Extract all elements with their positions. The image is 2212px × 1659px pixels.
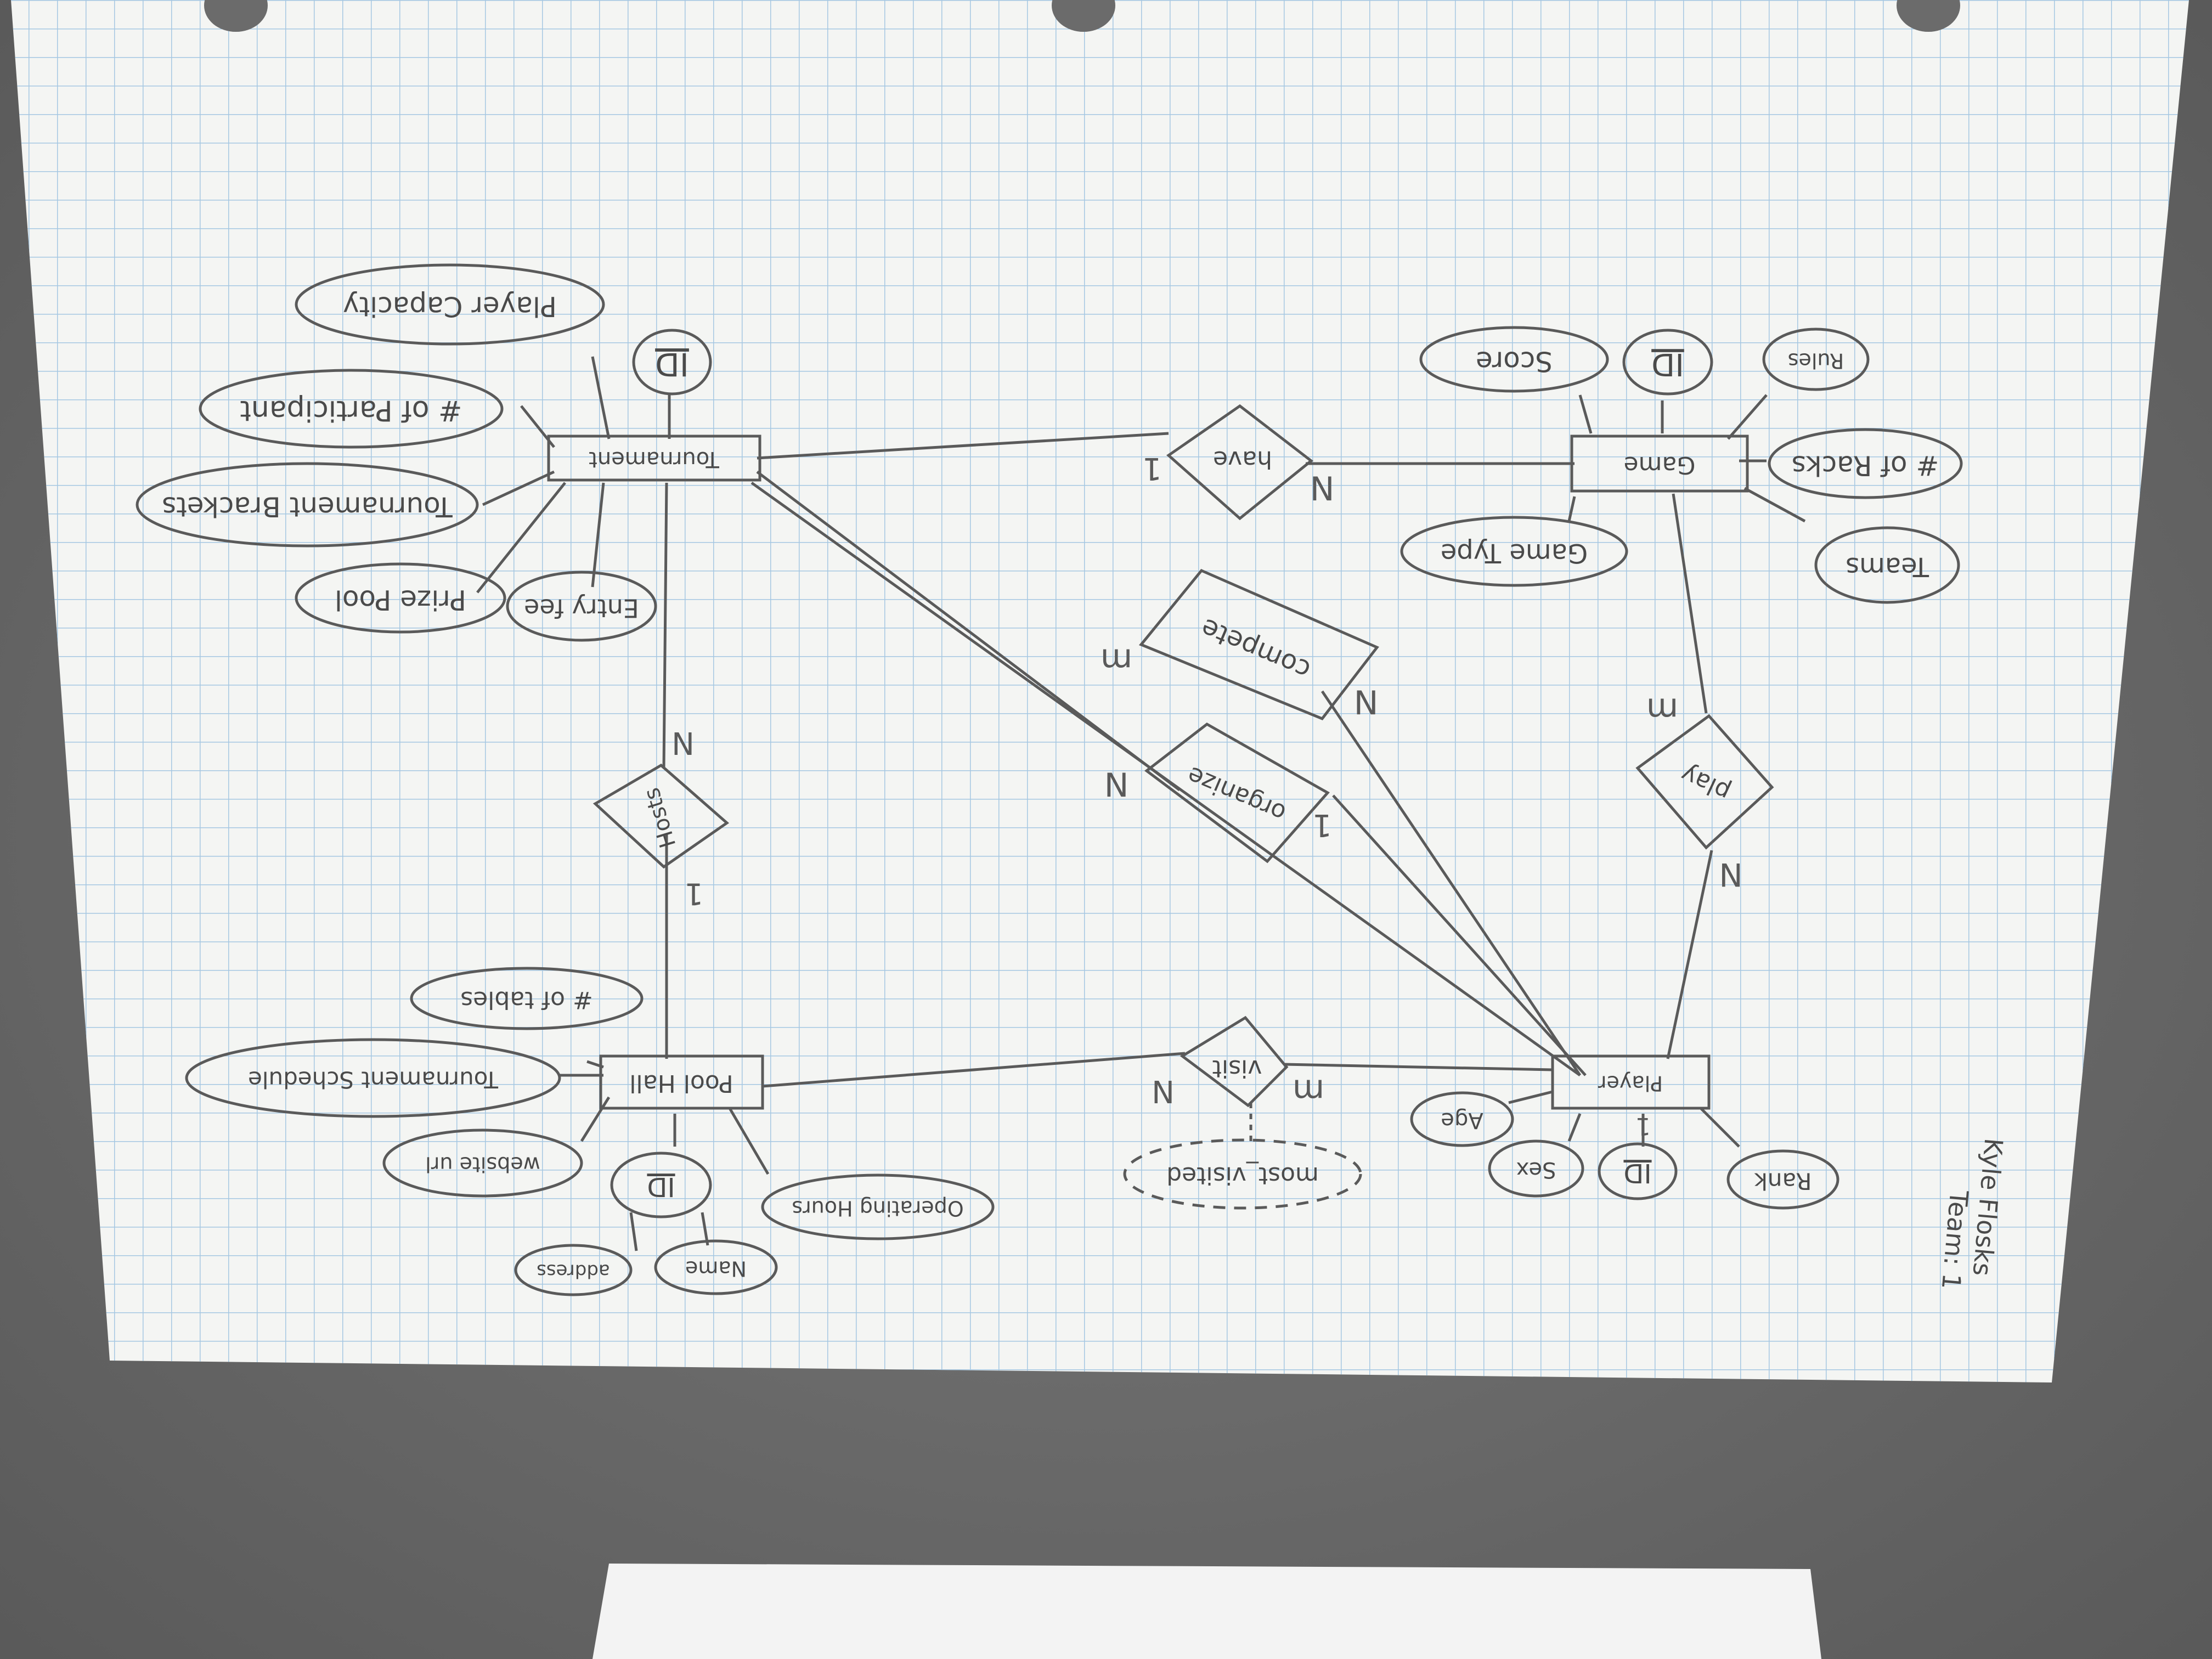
attribute-game-teams: Teams xyxy=(1814,526,1960,604)
attribute-most-visited-label: most_visited xyxy=(1166,1161,1319,1189)
cardinality-compete-m: m xyxy=(1101,641,1132,679)
attribute-player-capacity: Player Capacity xyxy=(295,263,605,346)
connector-lines xyxy=(476,356,1806,1251)
attribute-hall-tables: # of tables xyxy=(410,967,644,1030)
attribute-player-age: Age xyxy=(1410,1091,1514,1147)
cardinality-organize-n: N xyxy=(1104,764,1129,803)
cardinality-play-n: N xyxy=(1719,856,1742,893)
attribute-prize-pool: Prize Pool xyxy=(295,562,506,634)
attribute-game-score-label: Score xyxy=(1476,346,1553,377)
attribute-game-type-label: Game Type xyxy=(1441,538,1588,568)
attribute-hall-schedule: Tournament Schedule xyxy=(185,1038,561,1118)
cardinality-compete-n: N xyxy=(1354,682,1379,720)
cardinality-visit-n: N xyxy=(1152,1073,1175,1109)
entity-pool-hall: Pool Hall xyxy=(599,1054,764,1110)
attribute-tournament-brackets: Tournament Brackets xyxy=(136,462,479,548)
cardinality-hosts-1: 1 xyxy=(685,876,703,911)
cardinality-play-m: m xyxy=(1646,690,1678,729)
attribute-player-rank-label: Rank xyxy=(1754,1168,1812,1195)
attribute-game-teams-label: Teams xyxy=(1846,551,1929,582)
attribute-entry-fee: Entry fee xyxy=(506,571,657,642)
attribute-hall-website-label: website url xyxy=(425,1153,540,1177)
attribute-player-sex: Sex xyxy=(1488,1139,1584,1198)
attribute-hall-name: Name xyxy=(654,1239,778,1295)
attribute-player-age-label: Age xyxy=(1441,1108,1483,1133)
attribute-hall-schedule-label: Tournament Schedule xyxy=(248,1066,499,1093)
attribute-player-id-label: ID xyxy=(1623,1158,1651,1188)
relationship-have: have xyxy=(1166,404,1314,521)
attribute-game-score: Score xyxy=(1419,326,1609,393)
attribute-hall-hours: Operating Hours xyxy=(761,1173,995,1240)
attribute-entry-fee-label: Entry fee xyxy=(524,594,639,623)
attribute-tournament-id-label: ID xyxy=(655,346,689,383)
attribute-player-capacity-label: Player Capacity xyxy=(343,291,557,323)
attribute-game-id-label: ID xyxy=(1651,346,1684,382)
cardinality-hosts-n: N xyxy=(672,725,695,760)
relationship-visit: visit xyxy=(1180,1015,1289,1108)
attribute-tournament-id: ID xyxy=(632,329,712,396)
punch-hole xyxy=(204,0,268,32)
punch-hole xyxy=(1052,0,1115,32)
attribute-player-sex-label: Sex xyxy=(1516,1157,1556,1182)
cardinality-organize-1: 1 xyxy=(1312,807,1332,843)
punch-hole xyxy=(1897,0,1960,32)
entity-tournament: Tournament xyxy=(547,435,761,482)
entity-pool-hall-label: Pool Hall xyxy=(629,1069,733,1097)
attribute-hall-address-label: address xyxy=(537,1260,610,1282)
attribute-game-id: ID xyxy=(1622,329,1713,396)
attribute-hall-id-label: ID xyxy=(647,1171,675,1202)
attribute-tournament-brackets-label: Tournament Brackets xyxy=(162,491,453,523)
relationship-visit-label: visit xyxy=(1212,1054,1262,1082)
attribute-game-rules: Rules xyxy=(1762,328,1870,391)
cardinality-player-id-1: 1 xyxy=(1635,1112,1651,1140)
attribute-hall-id: ID xyxy=(610,1152,712,1218)
attribute-hall-address: address xyxy=(514,1244,633,1296)
entity-game: Game xyxy=(1570,435,1749,493)
attribute-most-visited: most_visited xyxy=(1123,1138,1362,1210)
attribute-num-participant: # of Participant xyxy=(199,369,504,449)
attribute-game-rules-label: Rules xyxy=(1788,349,1844,373)
cardinality-have-n: N xyxy=(1310,468,1335,506)
entity-player-label: Player xyxy=(1598,1071,1663,1096)
attribute-player-rank: Rank xyxy=(1726,1149,1839,1210)
attribute-hall-tables-label: # of tables xyxy=(460,986,593,1014)
entity-game-label: Game xyxy=(1624,451,1696,479)
attribute-hall-website: website url xyxy=(382,1128,583,1198)
graph-paper-grid xyxy=(11,0,2189,1383)
cardinality-have-1: 1 xyxy=(1142,450,1162,486)
attribute-num-participant-label: # of Participant xyxy=(240,394,462,427)
entity-player: Player xyxy=(1551,1054,1711,1110)
entity-tournament-label: Tournament xyxy=(589,447,720,472)
attribute-hall-name-label: Name xyxy=(685,1257,747,1281)
attribute-game-racks: # of Racks xyxy=(1768,428,1963,499)
cardinality-visit-m: m xyxy=(1293,1071,1324,1110)
attribute-player-id: ID xyxy=(1598,1142,1678,1200)
attribute-prize-pool-label: Prize Pool xyxy=(335,584,466,616)
relationship-have-label: have xyxy=(1213,445,1272,473)
second-paper-sheet xyxy=(592,1564,1821,1659)
attribute-game-racks-label: # of Racks xyxy=(1792,450,1939,482)
attribute-hall-hours-label: Operating Hours xyxy=(792,1197,963,1221)
cardinality-labels: 1 N m N N 1 m N N 1 N m 1 xyxy=(672,450,1743,1140)
attribute-game-type: Game Type xyxy=(1400,516,1628,587)
